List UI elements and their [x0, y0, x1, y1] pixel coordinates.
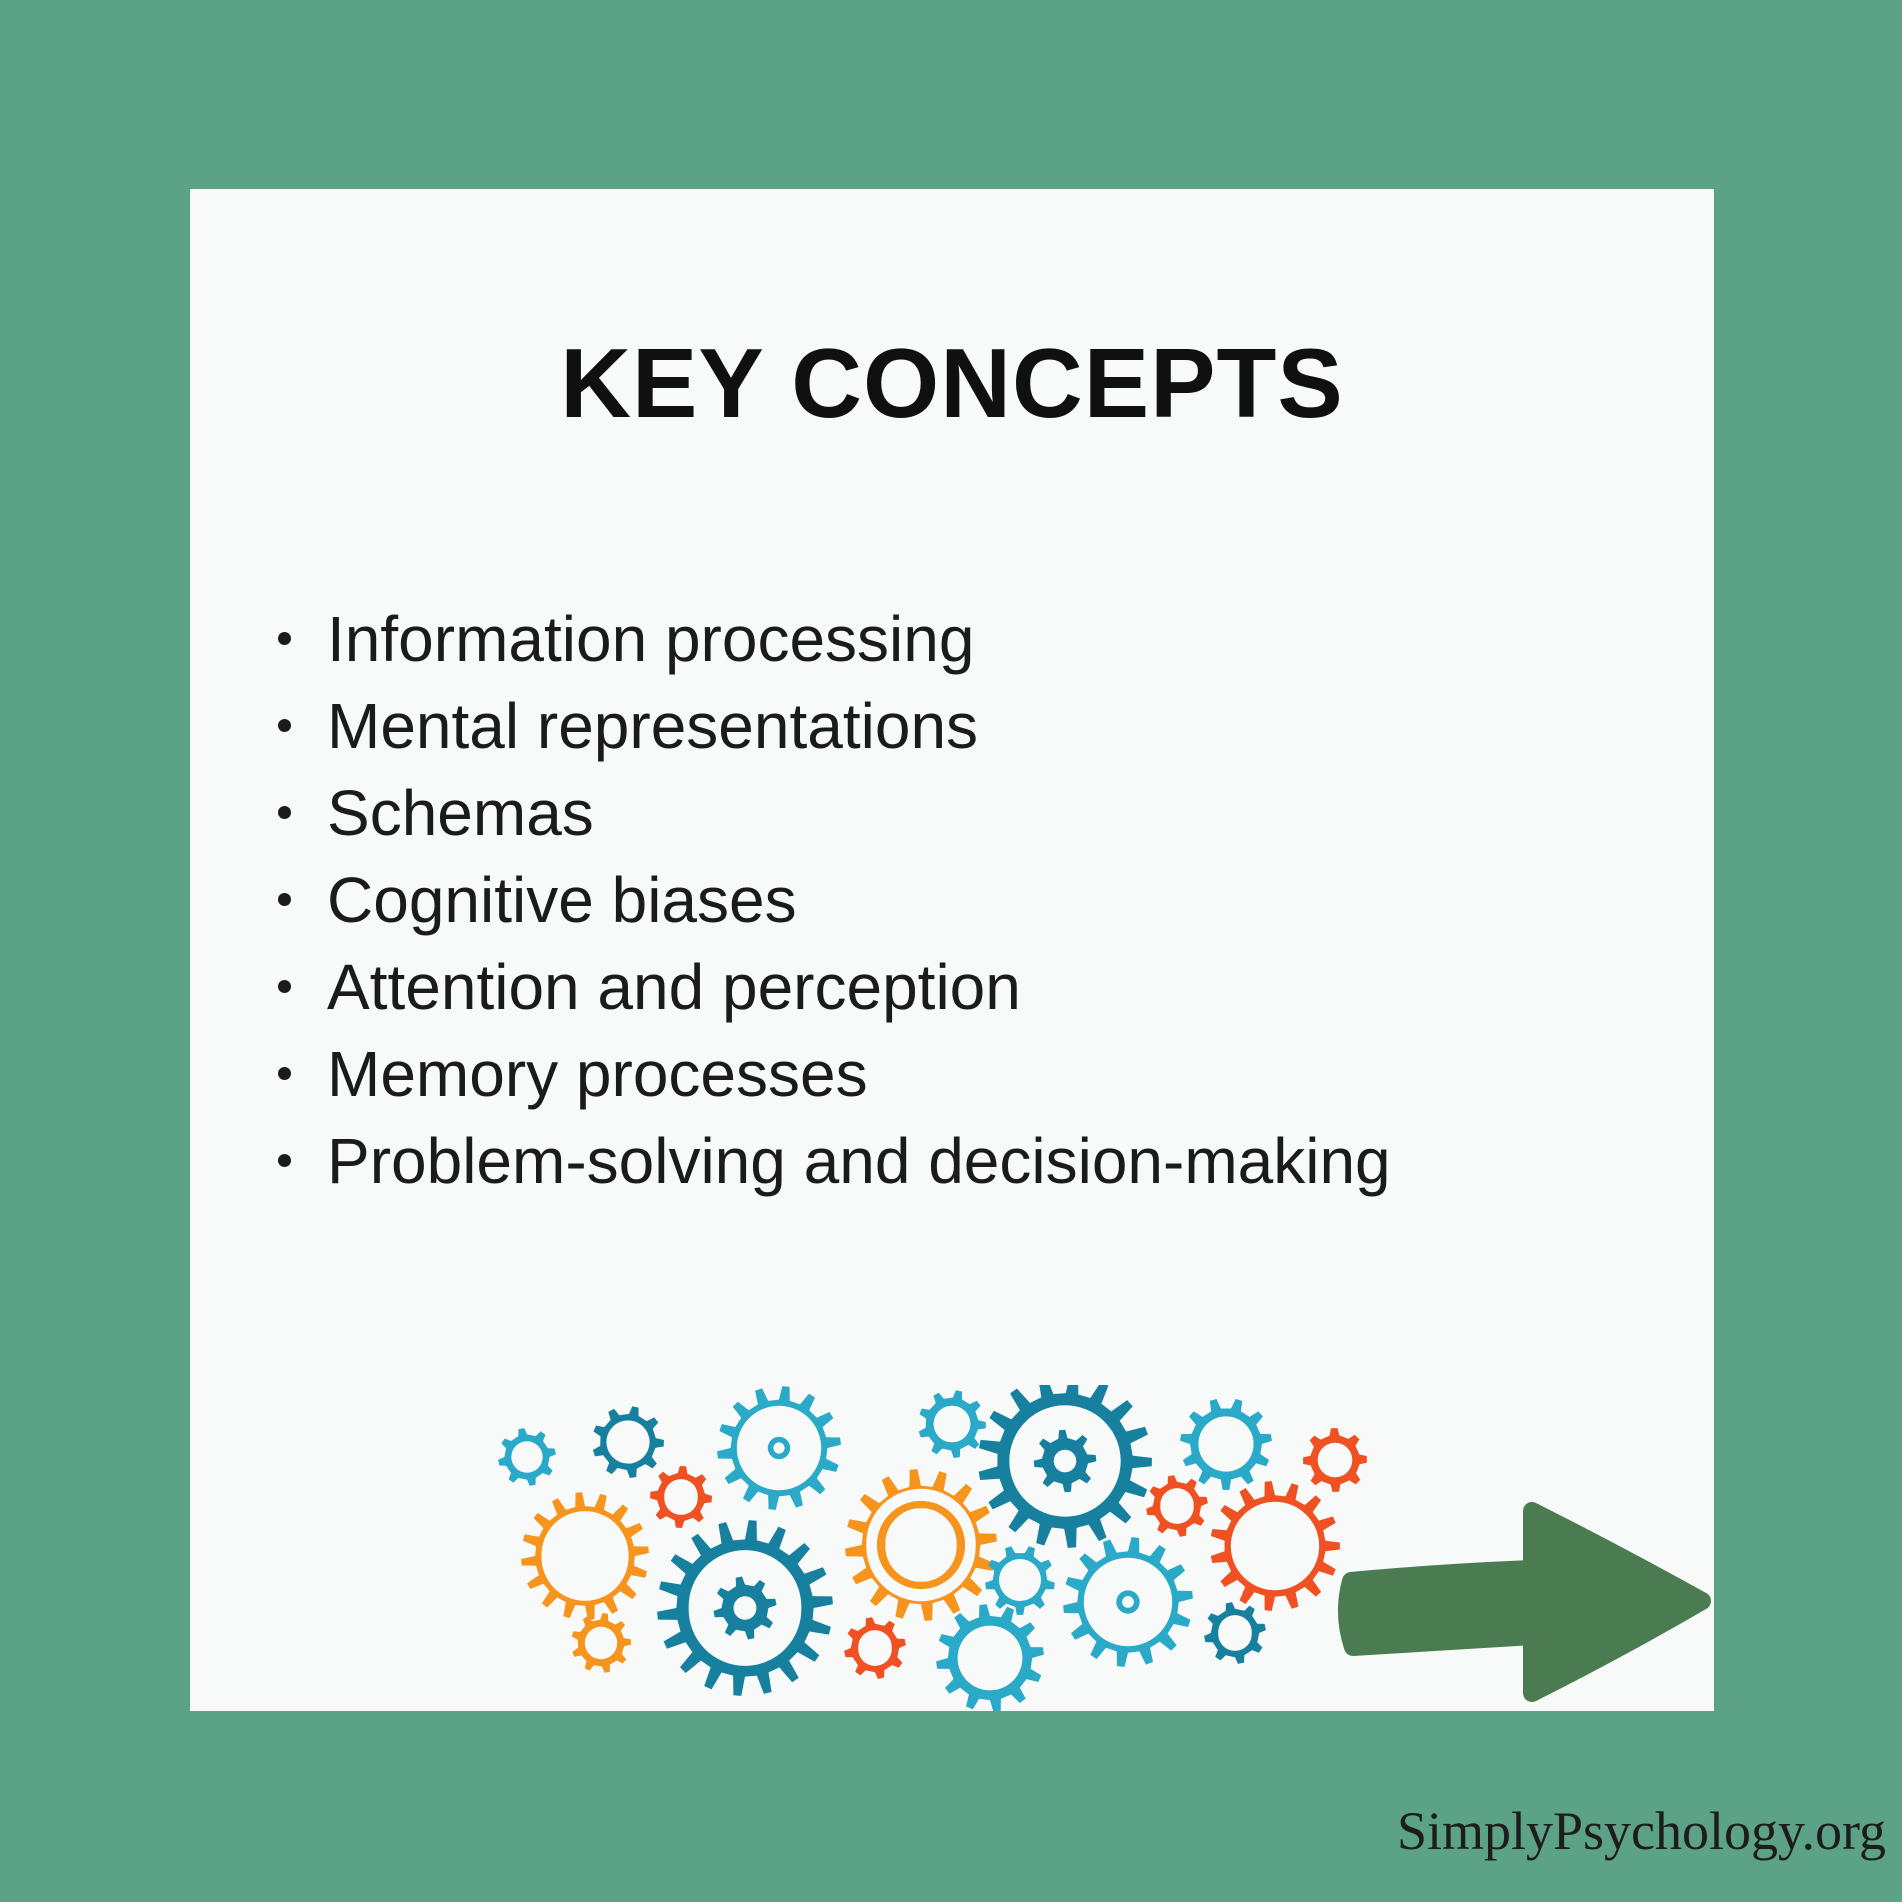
list-item-label: Attention and perception — [327, 950, 1021, 1023]
site-attribution: SimplyPsychology.org — [1396, 1801, 1886, 1861]
list-item-label: Information processing — [327, 602, 975, 675]
list-item: Mental representations — [278, 682, 1391, 769]
arrow-right-icon — [1337, 1502, 1711, 1702]
content-card: KEY CONCEPTS Information processing Ment… — [190, 189, 1714, 1711]
list-item-label: Mental representations — [327, 689, 979, 762]
gears-illustration — [498, 1385, 1367, 1711]
page-title: KEY CONCEPTS — [560, 328, 1344, 438]
list-item: Schemas — [278, 769, 1391, 856]
list-item-label: Memory processes — [327, 1037, 868, 1110]
bullet-icon — [278, 893, 291, 906]
list-item-label: Problem-solving and decision-making — [327, 1124, 1391, 1197]
bullet-icon — [278, 980, 291, 993]
list-item: Problem-solving and decision-making — [278, 1117, 1391, 1204]
bullet-icon — [278, 1154, 291, 1167]
list-item-label: Cognitive biases — [327, 863, 797, 936]
bullet-icon — [278, 719, 291, 732]
list-item: Information processing — [278, 595, 1391, 682]
bullet-icon — [278, 632, 291, 645]
bullet-icon — [278, 1067, 291, 1080]
bullet-icon — [278, 806, 291, 819]
list-item: Cognitive biases — [278, 856, 1391, 943]
list-item-label: Schemas — [327, 776, 594, 849]
list-item: Memory processes — [278, 1030, 1391, 1117]
key-concepts-list: Information processing Mental representa… — [278, 595, 1391, 1204]
list-item: Attention and perception — [278, 943, 1391, 1030]
